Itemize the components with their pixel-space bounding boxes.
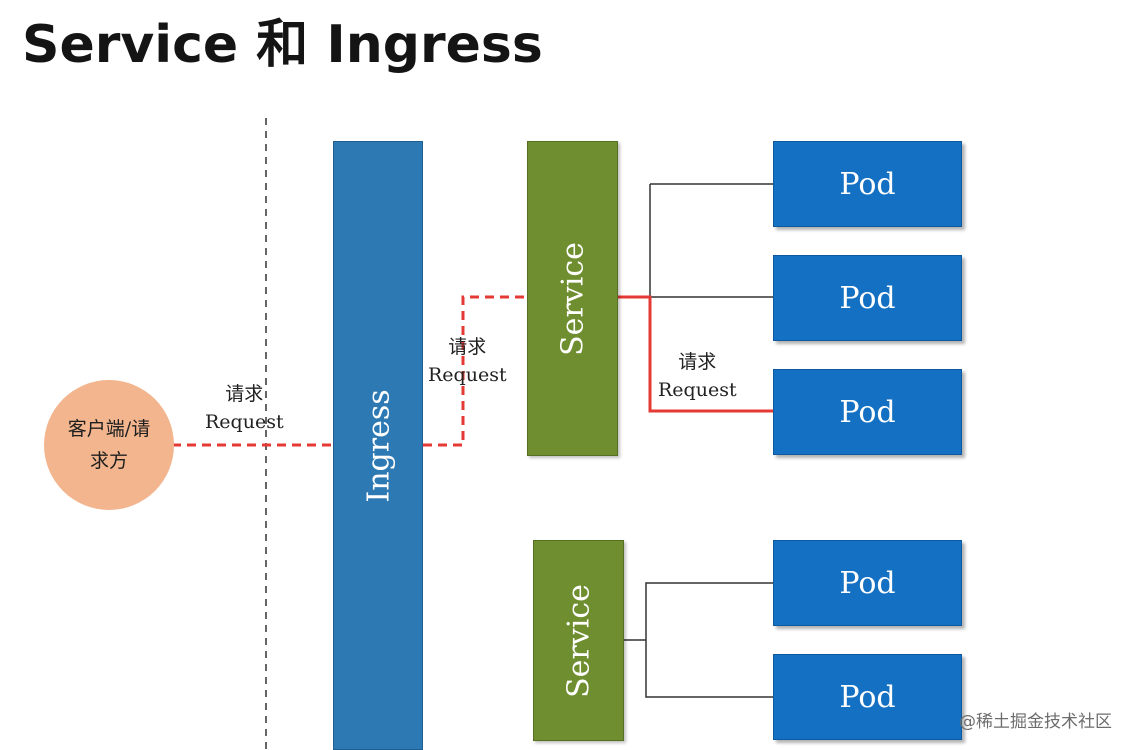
- service-label: Service: [561, 584, 597, 698]
- request-label-zh: 请求: [225, 383, 264, 405]
- pod-label: Pod: [839, 166, 896, 202]
- pod-box-2: Pod: [773, 255, 962, 341]
- request-label-en: Request: [205, 411, 284, 433]
- request-label-2: 请求 Request: [428, 333, 507, 389]
- page-title: Service 和 Ingress: [22, 15, 543, 75]
- pod-box-4: Pod: [773, 540, 962, 626]
- pod-label: Pod: [839, 394, 896, 430]
- request-label-zh: 请求: [448, 336, 487, 358]
- service-label: Service: [555, 242, 591, 356]
- ingress-box: Ingress: [333, 141, 423, 750]
- request-path-ingress-service: [423, 295, 527, 447]
- pod-box-5: Pod: [773, 654, 962, 740]
- pod-label: Pod: [839, 679, 896, 715]
- ingress-label: Ingress: [361, 389, 397, 503]
- pod-box-3: Pod: [773, 369, 962, 455]
- service-box-2: Service: [533, 540, 624, 741]
- request-label-en: Request: [658, 379, 737, 401]
- service2-connector-line: [645, 582, 773, 698]
- request-label-zh: 请求: [678, 351, 717, 373]
- pod-label: Pod: [839, 565, 896, 601]
- request-label-en: Request: [428, 364, 507, 386]
- pod-box-1: Pod: [773, 141, 962, 227]
- watermark: @稀土掘金技术社区: [959, 712, 1112, 732]
- request-label-1: 请求 Request: [205, 380, 284, 436]
- client-label: 客户端/请求方: [67, 418, 151, 472]
- request-path-service-pod: [618, 295, 773, 413]
- client-circle: 客户端/请求方: [44, 380, 174, 510]
- service-box-1: Service: [527, 141, 618, 456]
- request-label-3: 请求 Request: [658, 348, 737, 404]
- pod-label: Pod: [839, 280, 896, 316]
